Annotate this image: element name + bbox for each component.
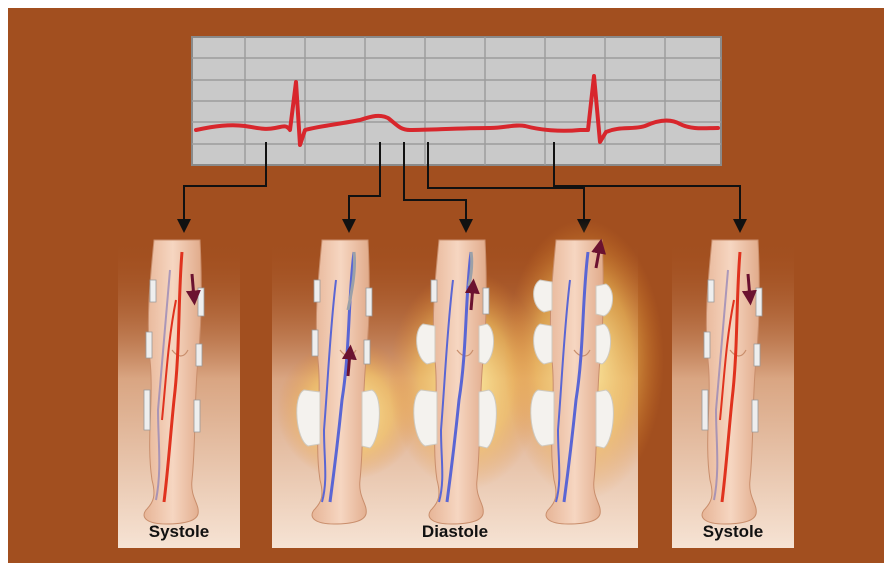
systole-label-left: Systole	[118, 522, 240, 542]
systole-label-right: Systole	[672, 522, 794, 542]
ecg-monitor	[192, 37, 721, 165]
diastole-label: Diastole	[272, 522, 638, 542]
